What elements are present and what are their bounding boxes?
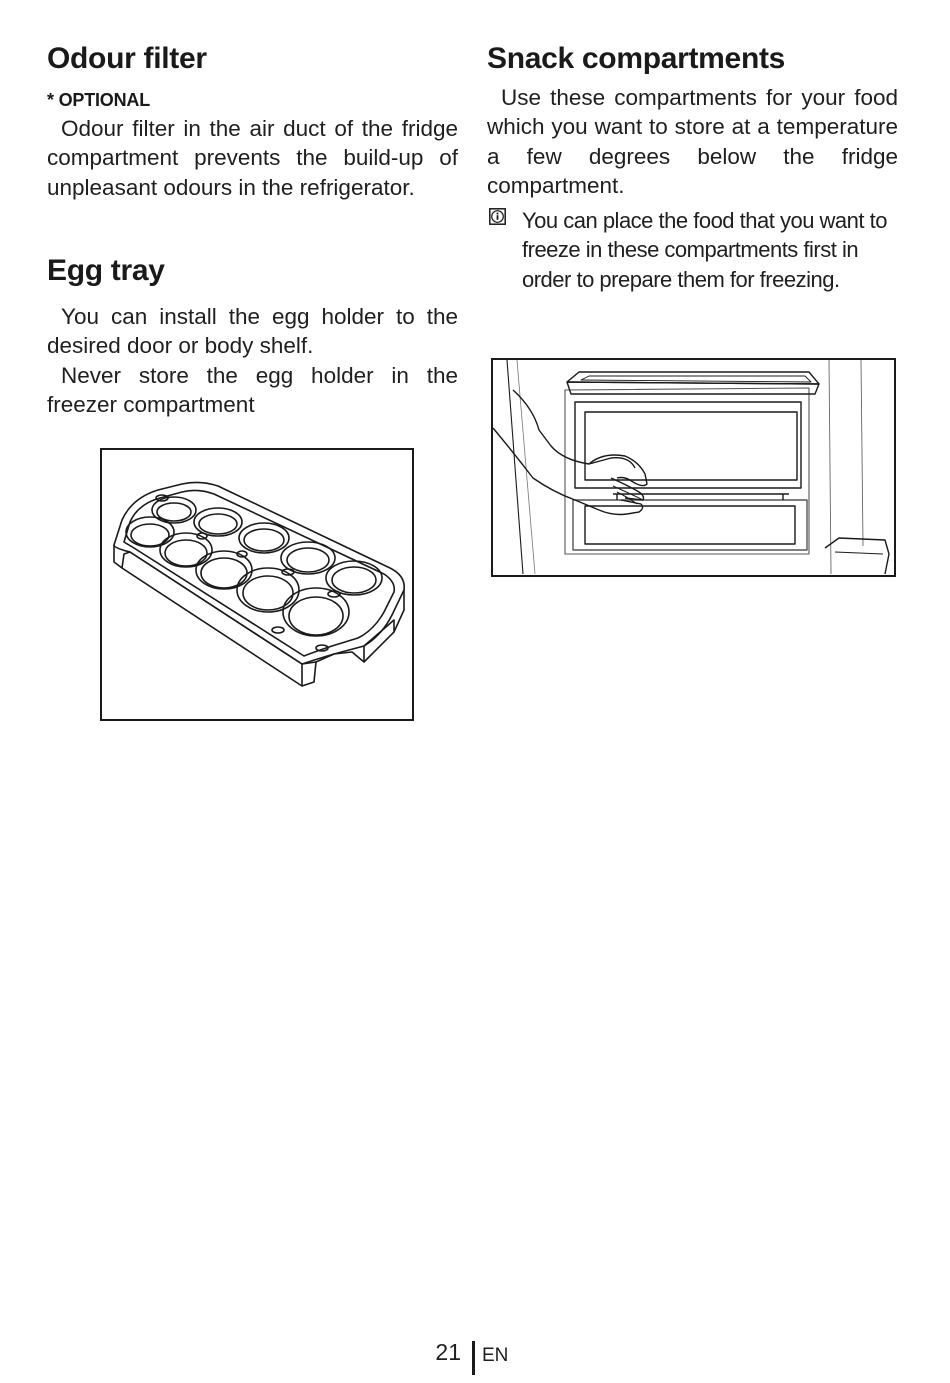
egg-tray-text-2: Never store the egg holder in the freeze… [47, 363, 458, 418]
optional-label: * OPTIONAL [47, 90, 151, 110]
egg-tray-drawing [113, 481, 406, 687]
language-code: EN [482, 1345, 509, 1366]
snack-compartments-text: Use these compartments for your food whi… [487, 85, 898, 198]
footer-divider [472, 1341, 475, 1375]
snack-compartment-illustration [491, 358, 896, 577]
info-icon [489, 208, 506, 225]
snack-compartment-drawing [492, 359, 890, 575]
odour-filter-heading: Odour filter [47, 42, 207, 75]
egg-tray-illustration [100, 448, 414, 721]
egg-tray-heading: Egg tray [47, 254, 165, 287]
info-note: You can place the food that you want to … [487, 206, 898, 294]
page-footer: 21 EN [0, 1337, 950, 1377]
page-number: 21 [435, 1339, 461, 1365]
snack-compartments-heading: Snack compartments [487, 42, 786, 75]
info-note-text: You can place the food that you want to … [522, 208, 887, 292]
odour-filter-text: Odour filter in the air duct of the frid… [47, 116, 458, 200]
egg-tray-text-1: You can install the egg holder to the de… [47, 304, 458, 359]
